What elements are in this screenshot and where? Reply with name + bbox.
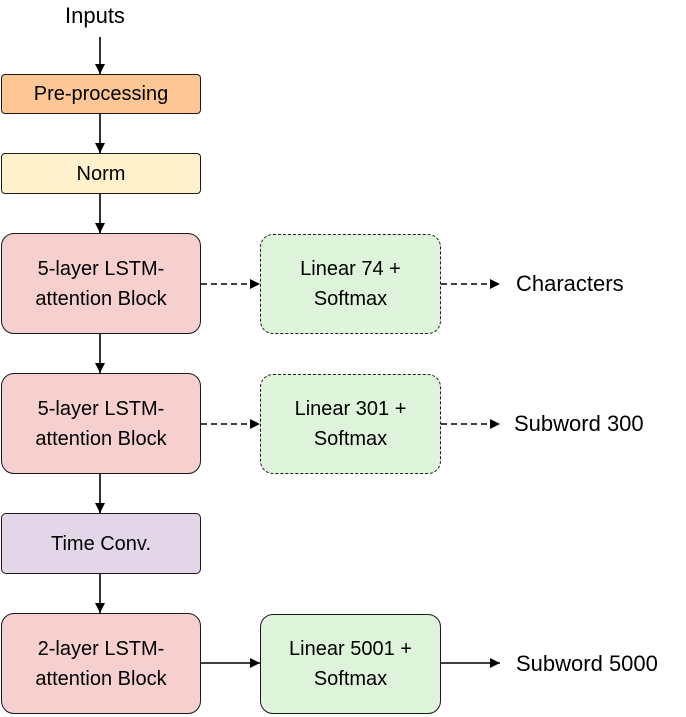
lstm-block-3-node: 2-layer LSTM- attention Block — [1, 613, 201, 714]
characters-output-label: Characters — [516, 271, 624, 296]
linear-301-node: Linear 301 + Softmax — [260, 374, 441, 474]
norm-node: Norm — [1, 153, 201, 194]
norm-node-label: Norm — [76, 162, 126, 185]
linear-5001-line-1: Linear 5001 + — [289, 638, 412, 660]
subword-300-output-label: Subword 300 — [514, 411, 644, 436]
linear-74-line-1: Linear 74 + — [300, 258, 401, 280]
lstm-block-1-line-2: attention Block — [35, 287, 167, 310]
lstm-block-1-line-1: 5-layer LSTM- — [37, 257, 165, 280]
linear-5001-line-2: Softmax — [313, 668, 388, 690]
linear-74-node: Linear 74 + Softmax — [260, 234, 441, 334]
linear-5001-node: Linear 5001 + Softmax — [260, 614, 441, 714]
lstm-block-3-line-1: 2-layer LSTM- — [37, 637, 165, 660]
preprocessing-node-label: Pre-processing — [33, 83, 169, 105]
lstm-block-2-line-1: 5-layer LSTM- — [37, 397, 165, 420]
inputs-label: Inputs — [65, 3, 125, 28]
lstm-block-1-node: 5-layer LSTM- attention Block — [1, 233, 201, 334]
lstm-block-3-line-2: attention Block — [35, 667, 167, 690]
lstm-block-2-node: 5-layer LSTM- attention Block — [1, 373, 201, 474]
linear-301-line-2: Softmax — [313, 428, 388, 450]
subword-5000-output-label: Subword 5000 — [516, 651, 658, 676]
linear-74-line-2: Softmax — [313, 288, 388, 310]
lstm-block-2-line-2: attention Block — [35, 427, 167, 450]
linear-301-line-1: Linear 301 + — [294, 398, 407, 420]
preprocessing-node: Pre-processing — [1, 74, 201, 114]
time-conv-node: Time Conv. — [1, 513, 201, 574]
time-conv-node-label: Time Conv. — [50, 532, 152, 555]
